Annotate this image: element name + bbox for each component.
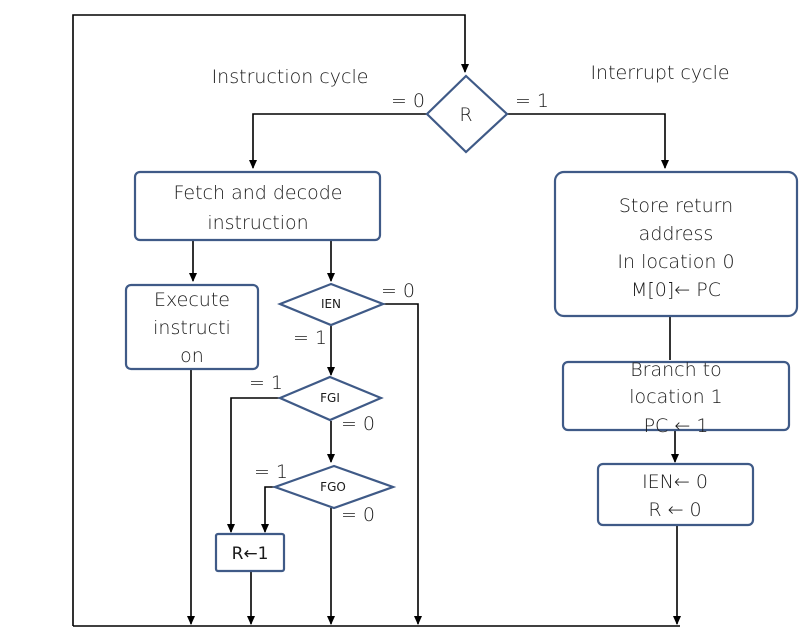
execute-line-2: instructi [153,317,231,339]
r-decision-label: R [459,104,472,126]
ien-decision-label: IEN [321,297,341,311]
set-r-box [214,532,286,573]
store-line-2: address [639,223,714,245]
branch-line-3: PC ← 1 [644,415,709,437]
instruction-cycle-heading: Instruction cycle [212,66,369,88]
r-zero-label: = 0 [391,90,425,112]
fgo-decision-label: FGO [320,480,346,494]
fgi-decision [277,375,384,422]
fgo-one-label: = 1 [254,461,288,483]
r-zero-line [249,113,427,169]
store-line-1: Store return [619,195,733,217]
ien-zero-label: = 0 [381,280,415,302]
fgo-zero-label: = 0 [341,504,375,526]
set-r-label: R←1 [232,544,269,564]
branch-line-1: Branch to [630,359,722,381]
r-one-line [507,113,669,169]
ien-decision [277,282,386,327]
r-decision [425,74,509,154]
fgo-decision [271,464,397,510]
ien-zero-line [383,303,422,625]
fetch-decode-line-1: Fetch and decode [174,182,343,204]
fgi-zero-label: = 0 [341,413,375,435]
store-return-address-box [553,170,799,318]
execute-instruction-box [124,283,260,371]
store-line-4: M[0]← PC [631,279,721,301]
fgi-one-line [227,397,280,533]
reset-flags-box [596,462,755,527]
interrupt-cycle-heading: Interrupt cycle [590,62,729,84]
fgi-one-label: = 1 [249,372,283,394]
fetch-decode-box [133,170,382,242]
fetch-decode-line-2: instruction [207,212,308,234]
execute-line-3: on [180,345,204,367]
ien-one-label: = 1 [293,327,327,349]
execute-line-1: Execute [154,289,230,311]
fgi-decision-label: FGI [320,391,340,405]
reset-line-1: IEN← 0 [642,471,708,493]
r-one-label: = 1 [515,90,549,112]
reset-line-2: R ← 0 [648,499,701,521]
branch-line-2: location 1 [629,386,723,408]
store-line-3: In location 0 [617,251,734,273]
loop-to-r-line [72,14,469,626]
fgo-one-line [261,486,285,533]
branch-to-location-box [561,360,791,432]
